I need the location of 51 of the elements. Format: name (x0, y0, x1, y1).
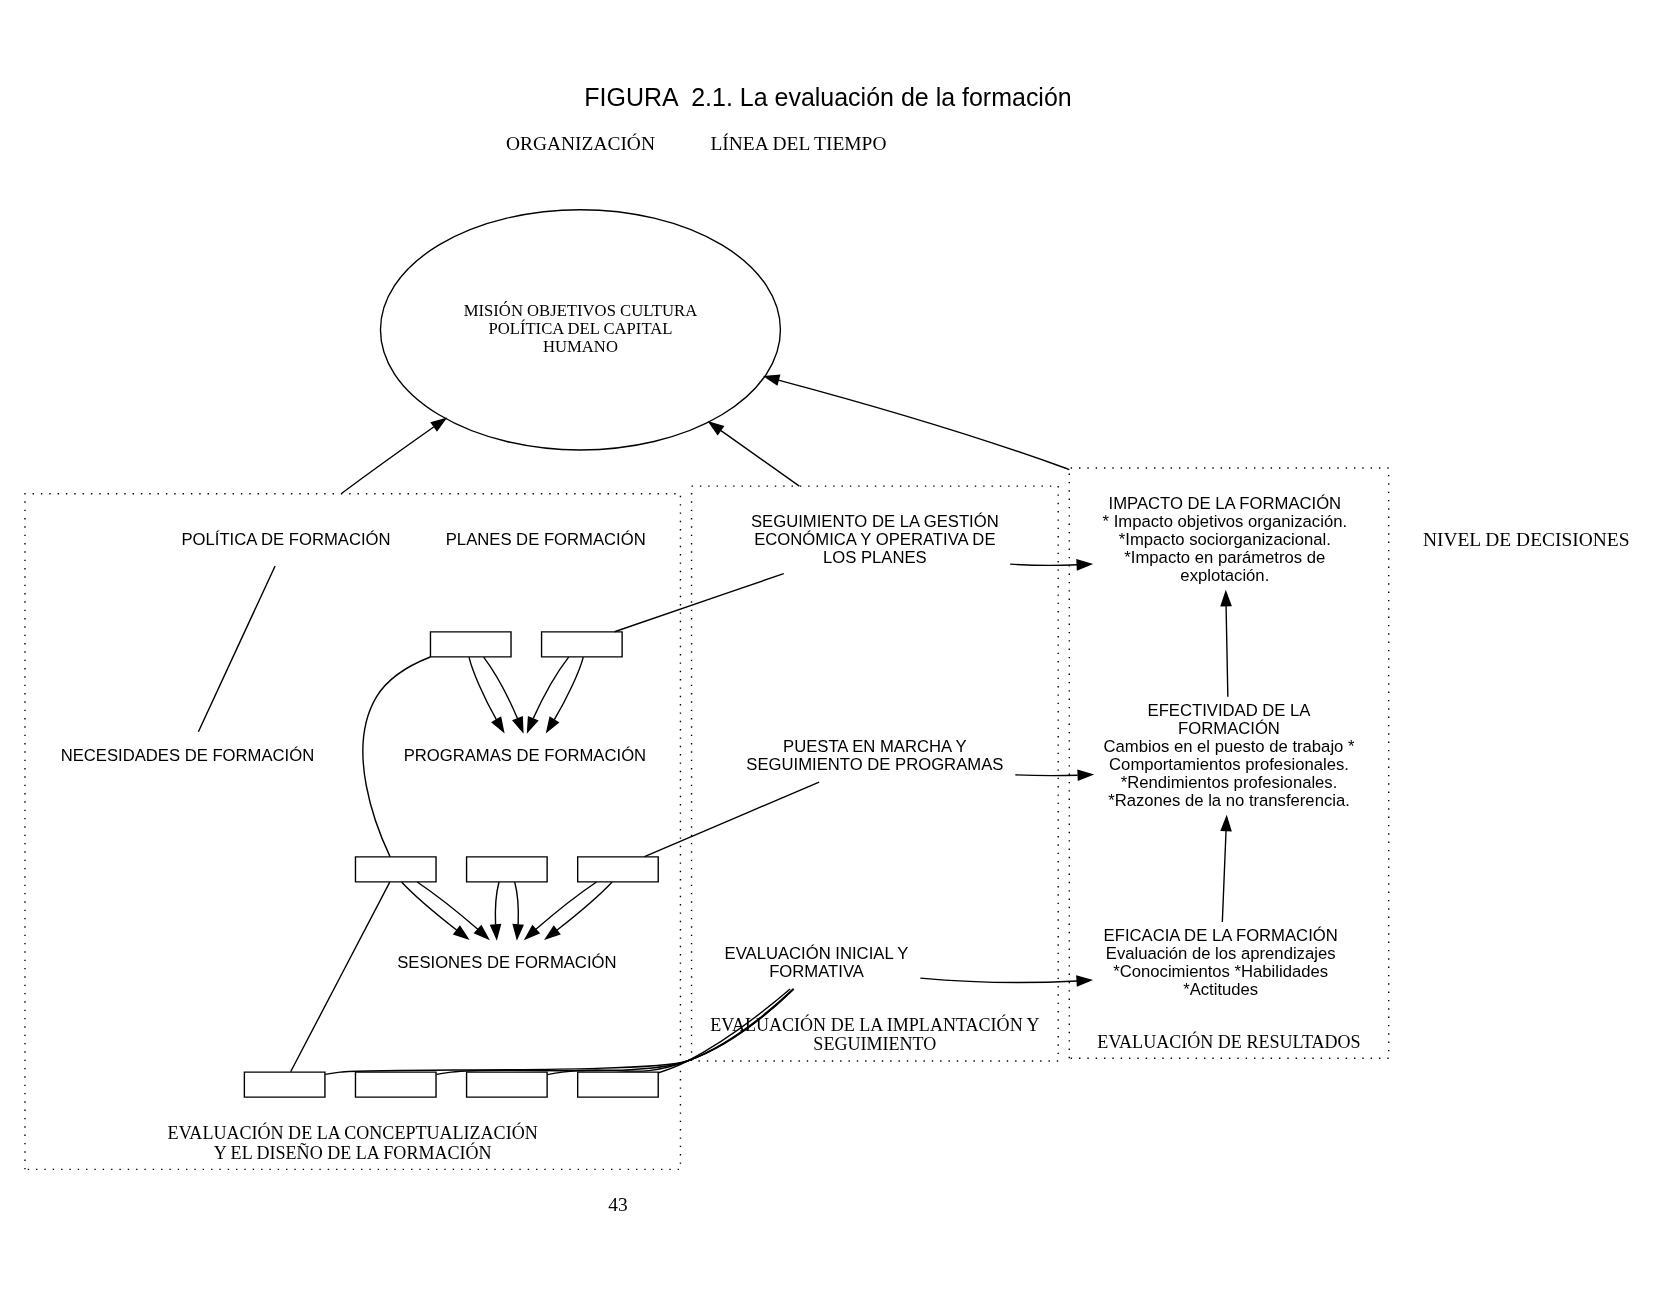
arrow (512, 881, 524, 941)
node-box (354, 1071, 437, 1098)
node-text: PUESTA EN MARCHA Y SEGUIMIENTO DE PROGRAMAS (746, 737, 1004, 775)
node-box (429, 631, 512, 658)
arrow (1014, 769, 1095, 782)
label: NIVEL DE DECISIONES (1422, 529, 1630, 551)
arrow (482, 656, 524, 734)
node-box (465, 1071, 548, 1098)
label: LÍNEA DEL TIEMPO (710, 132, 887, 154)
connector (613, 572, 785, 633)
arrow (1009, 559, 1094, 571)
diagram-title: FIGURA 2.1. La evaluación de la formación (584, 83, 1072, 112)
arrow (544, 881, 613, 940)
node-text: SESIONES DE FORMACIÓN (397, 953, 617, 973)
arrow (1220, 589, 1232, 698)
connector (362, 656, 431, 858)
connector (289, 881, 391, 1073)
connector (643, 781, 820, 858)
arrow (523, 881, 598, 941)
node-text: POLÍTICA DE FORMACIÓN (181, 530, 391, 550)
arrow (416, 881, 490, 941)
node-text: EFICACIA DE LA FORMACIÓN Evaluación de los aprendizajes *Conocimientos *Habilidades *Actitudes (1103, 926, 1338, 1000)
connector (197, 565, 276, 733)
arrow (545, 656, 584, 734)
node-text: EFECTIVIDAD DE LA FORMACIÓN Cambios en el puesto de trabajo * Comportamientos profesionales. *Rendimientos profesionales. *Razones de la no transferencia. (1103, 701, 1355, 811)
label: 43 (608, 1193, 628, 1215)
arrow (400, 881, 470, 940)
arrow (762, 374, 1070, 471)
arrow (489, 881, 502, 941)
arrow (919, 975, 1094, 987)
node-box (465, 856, 548, 883)
node-text: PROGRAMAS DE FORMACIÓN (403, 746, 647, 766)
arrow (526, 656, 570, 734)
label: ORGANIZACIÓN (505, 132, 655, 154)
node-box (540, 631, 623, 658)
connector (435, 988, 795, 1076)
node-box (577, 1071, 659, 1098)
node-text: EVALUACIÓN INICIAL Y FORMATIVA (724, 944, 909, 982)
node-text: IMPACTO DE LA FORMACIÓN * Impacto objetivos organización. *Impacto sociorganizacional. *Impacto en parámetros de explotación. (1102, 494, 1348, 586)
arrow (468, 656, 505, 734)
node-box (577, 856, 659, 883)
node-box (243, 1071, 326, 1098)
arrow (707, 421, 800, 487)
arrow (340, 417, 448, 495)
node-box (354, 856, 437, 883)
connector (546, 988, 794, 1076)
arrow (1220, 814, 1232, 923)
connector (324, 988, 795, 1075)
node-text: PLANES DE FORMACIÓN (445, 530, 646, 550)
node-text: SEGUIMIENTO DE LA GESTIÓN ECONÓMICA Y OPERATIVA DE LOS PLANES (751, 512, 999, 568)
node-text: NECESIDADES DE FORMACIÓN (60, 746, 315, 766)
